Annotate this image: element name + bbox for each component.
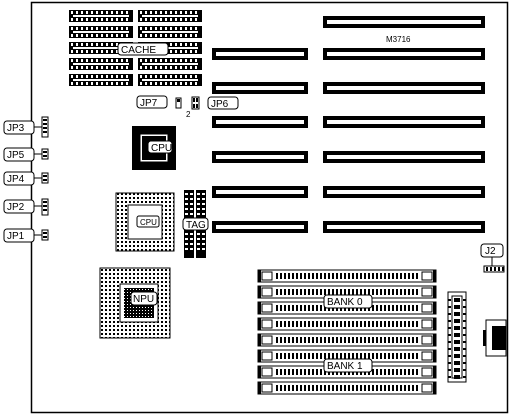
jp3-label: JP3 bbox=[7, 123, 25, 134]
isa-slot-short bbox=[212, 116, 308, 128]
isa-slot-short bbox=[212, 221, 308, 233]
jp7-label-box bbox=[136, 95, 168, 109]
isa-slot-short bbox=[212, 151, 308, 163]
j2-label: J2 bbox=[485, 246, 496, 257]
npu-label: NPU bbox=[133, 294, 154, 305]
jp6-label: JP6 bbox=[211, 99, 229, 110]
jp3-jumper-group: JP3 bbox=[3, 116, 49, 138]
bank1-label: BANK 1 bbox=[327, 361, 363, 372]
jp5-label: JP5 bbox=[7, 150, 25, 161]
cpu-socket-label: CPU bbox=[140, 218, 157, 227]
cache-chips bbox=[69, 10, 202, 86]
jp2-jumper-group: JP2 bbox=[3, 198, 49, 216]
cache-sram-chip bbox=[69, 26, 133, 38]
jp4-label: JP4 bbox=[7, 174, 25, 185]
cache-sram-chip bbox=[138, 74, 202, 86]
cache-sram-chip bbox=[138, 26, 202, 38]
board-model-label: M3716 bbox=[386, 35, 411, 44]
jp7-label: JP7 bbox=[140, 98, 158, 109]
isa-slot-long bbox=[323, 116, 485, 128]
simm-slot bbox=[257, 317, 437, 331]
cpu-label: CPU bbox=[151, 143, 172, 154]
simm-slot bbox=[257, 381, 437, 395]
simm-slot bbox=[257, 349, 437, 363]
isa-slot-long bbox=[323, 48, 485, 60]
isa-slot-long bbox=[323, 16, 485, 28]
jp2-label: JP2 bbox=[7, 202, 25, 213]
cpu-socket-label-box bbox=[136, 215, 160, 228]
bank0-label: BANK 0 bbox=[327, 297, 363, 308]
cache-sram-chip bbox=[69, 42, 133, 54]
cache-sram-chip bbox=[69, 58, 133, 70]
jp1-label: JP1 bbox=[7, 231, 25, 242]
bank1-label-box bbox=[323, 358, 373, 373]
simm-slot bbox=[257, 269, 437, 283]
tag-label-box bbox=[182, 217, 209, 231]
cache-sram-chip bbox=[69, 74, 133, 86]
cache-label-box bbox=[117, 42, 169, 56]
isa-slot-short bbox=[212, 186, 308, 198]
isa-slot-short bbox=[212, 48, 308, 60]
isa-slot-long bbox=[323, 151, 485, 163]
pin-2-marker: 2 bbox=[186, 110, 191, 119]
simm-slot bbox=[257, 333, 437, 347]
jp4-pins bbox=[41, 172, 49, 184]
jp1-jumper-group: JP1 bbox=[3, 228, 49, 243]
keyboard-connector bbox=[483, 319, 507, 357]
jp4-jumper-group: JP4 bbox=[3, 171, 49, 186]
jp7-jumper bbox=[175, 97, 182, 109]
cache-label: CACHE bbox=[121, 45, 156, 56]
isa-slot-short bbox=[212, 82, 308, 94]
tag-label: TAG bbox=[186, 220, 206, 231]
isa-slot-long bbox=[323, 186, 485, 198]
cache-sram-chip bbox=[138, 10, 202, 22]
power-connector bbox=[447, 291, 467, 383]
cache-sram-chip bbox=[69, 10, 133, 22]
expansion-slots bbox=[212, 16, 485, 233]
jp5-jumper-group: JP5 bbox=[3, 147, 49, 162]
jp6-label-box bbox=[207, 96, 239, 110]
npu-label-box bbox=[130, 291, 158, 306]
jp6-jumper bbox=[191, 96, 200, 110]
simm-slot bbox=[257, 285, 437, 299]
bank0-label-box bbox=[323, 294, 373, 309]
cpu-label-box bbox=[147, 140, 173, 154]
jp5-pins bbox=[41, 148, 49, 160]
jp1-pins bbox=[41, 229, 49, 241]
isa-slot-long bbox=[323, 82, 485, 94]
isa-slot-long bbox=[323, 221, 485, 233]
cache-sram-chip bbox=[138, 58, 202, 70]
